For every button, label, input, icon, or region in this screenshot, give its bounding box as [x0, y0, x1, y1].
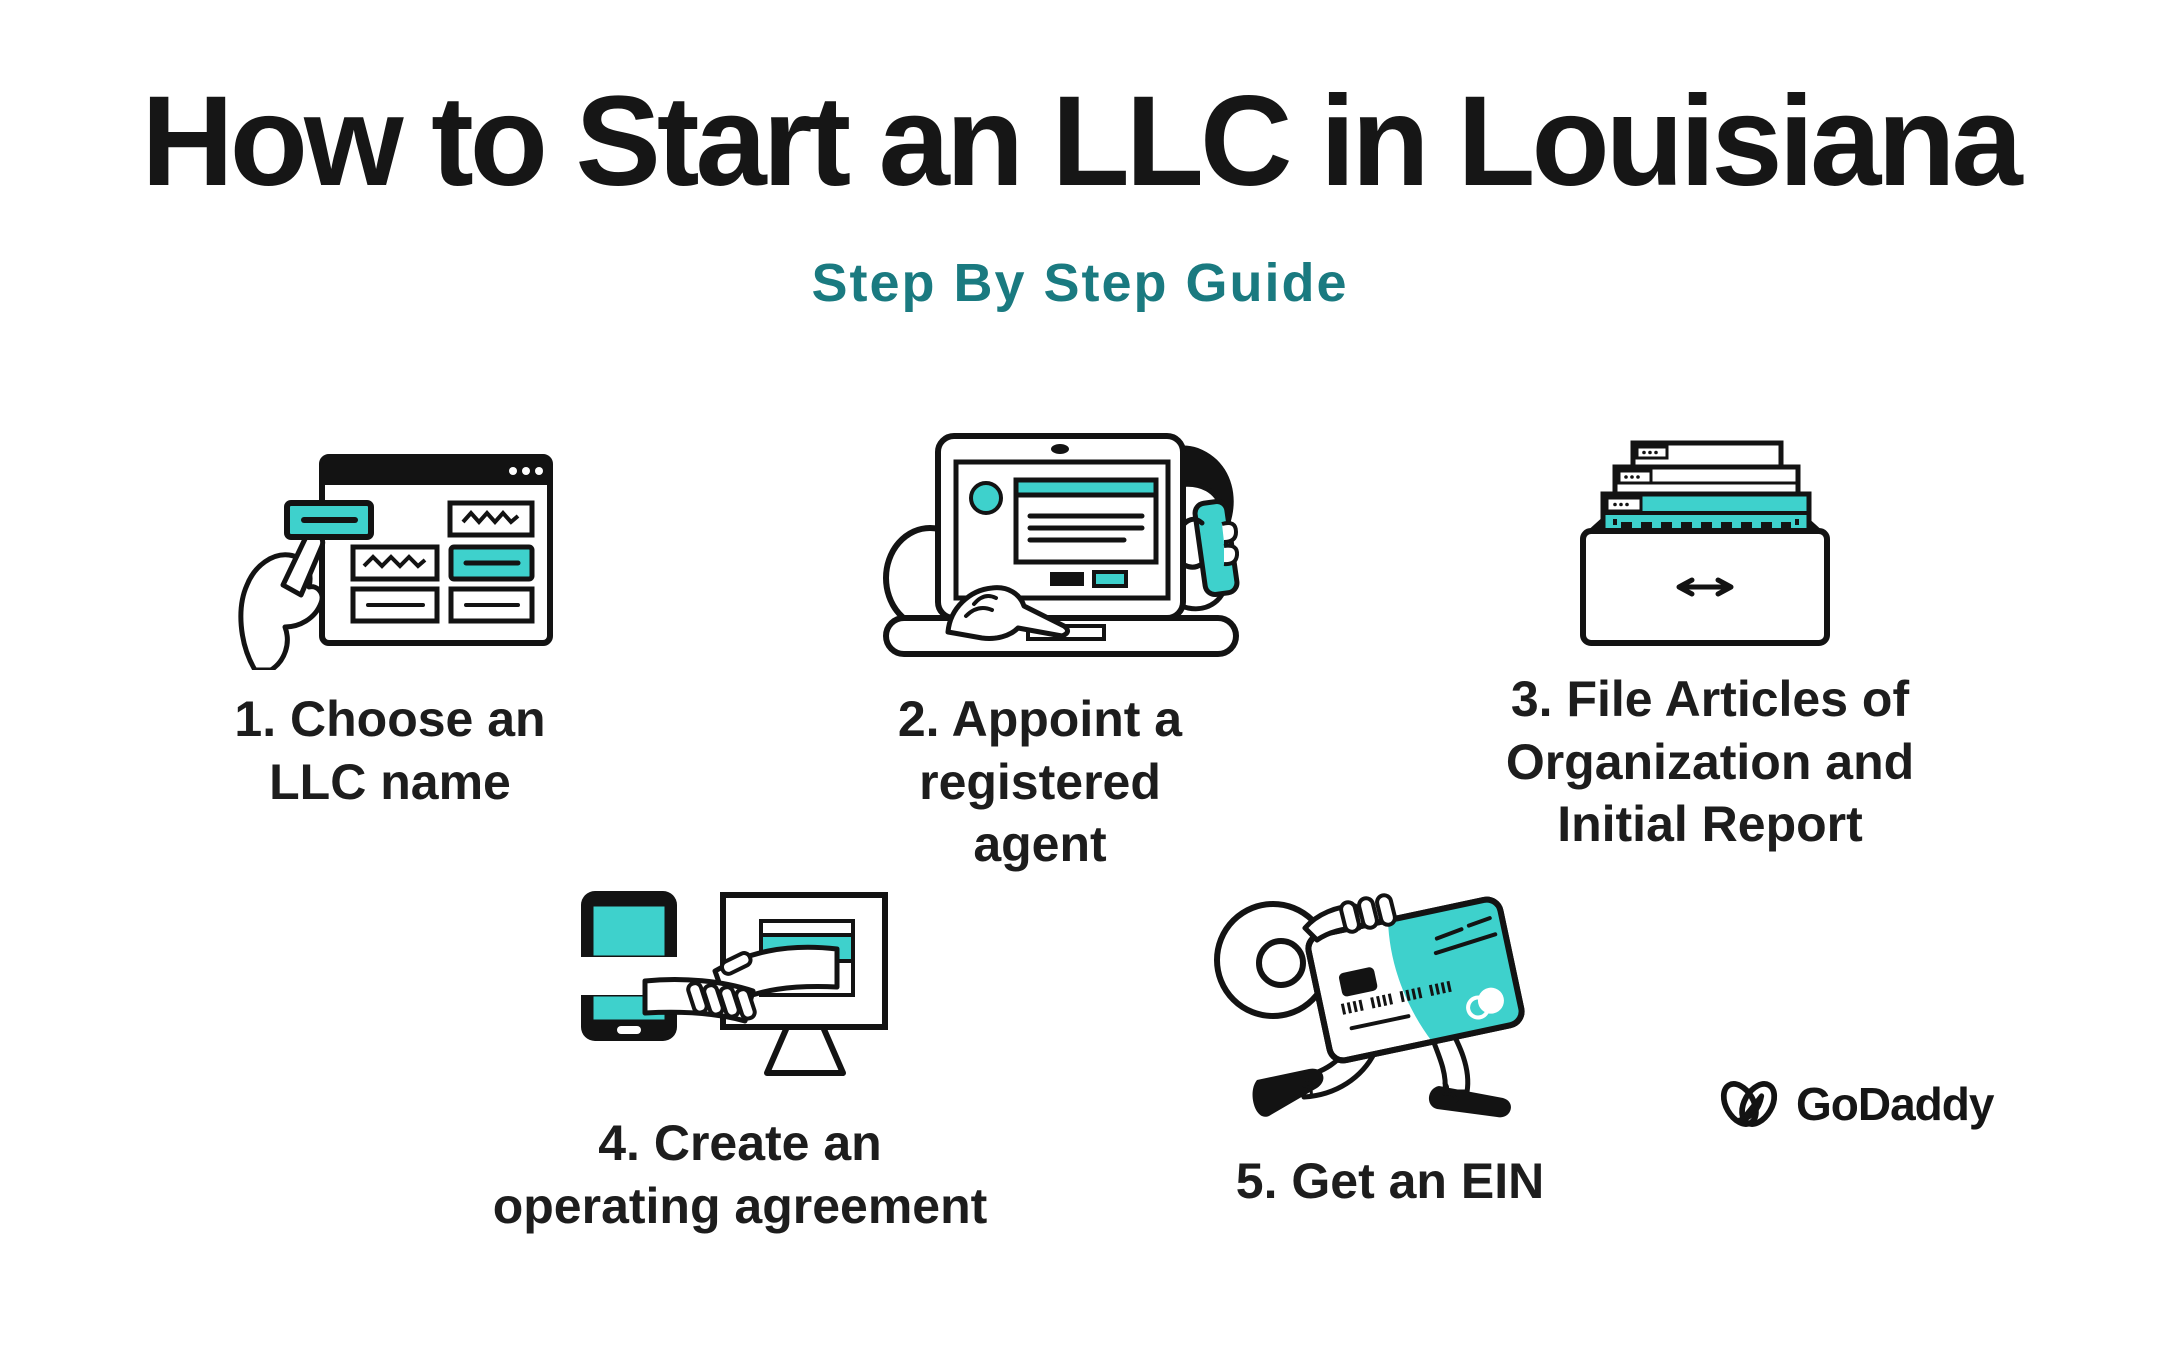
step-5-caption: 5. Get an EIN — [1170, 1150, 1610, 1213]
step-5-line-1: 5. Get an EIN — [1235, 1153, 1545, 1209]
file-drawer-icon — [1580, 440, 1830, 646]
godaddy-logo-icon — [1720, 1081, 1778, 1127]
step-1-line-2: LLC name — [269, 753, 511, 810]
step-1-line-1: 1. Choose an — [234, 691, 546, 747]
godaddy-brand: GoDaddy — [1712, 1072, 1994, 1136]
handshake-devices-icon — [581, 891, 888, 1076]
step-2-line-3: agent — [973, 816, 1107, 872]
step-3-line-1: 3. File Articles of — [1510, 671, 1910, 727]
step-2-line-1: 2. Appoint a — [897, 691, 1183, 747]
page-subtitle: Step By Step Guide — [811, 253, 1349, 313]
step-4-line-2: operating agreement — [492, 1177, 988, 1234]
step-4-caption: 4. Create an operating agreement — [420, 1112, 1060, 1237]
page-title: How to Start an LLC in Louisiana — [141, 70, 2022, 213]
step-4-line-1: 4. Create an — [598, 1115, 882, 1171]
agent-laptop-icon — [883, 433, 1240, 657]
step-1-caption: 1. Choose an LLC name — [140, 688, 640, 813]
browser-pointer-icon — [238, 454, 553, 670]
godaddy-wordmark: GoDaddy — [1796, 1078, 1994, 1130]
step-3-line-3: Initial Report — [1557, 796, 1863, 852]
step-2-line-2: registered — [919, 753, 1161, 810]
walking-credit-card-icon — [1214, 893, 1525, 1118]
step-2-caption: 2. Appoint a registered agent — [810, 688, 1270, 876]
step-3-caption: 3. File Articles of Organization and Ini… — [1440, 668, 1980, 856]
step-3-line-2: Organization and — [1505, 733, 1915, 790]
